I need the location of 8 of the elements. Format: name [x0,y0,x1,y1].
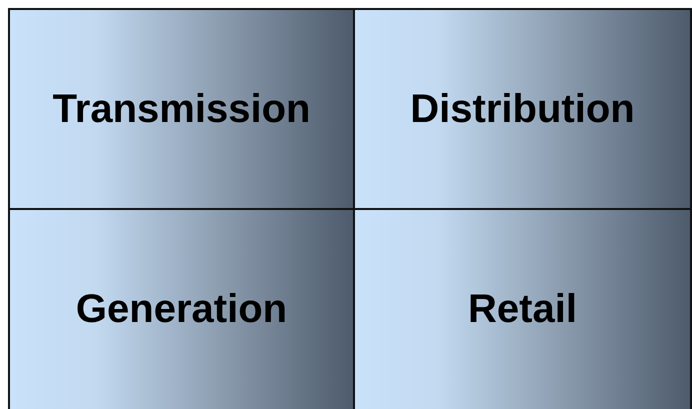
cell-label: Generation [76,287,288,332]
cell-label: Distribution [410,86,635,132]
cell-label: Retail [468,287,577,332]
grid-cell [353,8,692,210]
grid-cell [8,8,355,210]
grid-cell [353,208,692,409]
cell-label: Transmission [52,86,310,132]
grid-cell [8,208,355,409]
